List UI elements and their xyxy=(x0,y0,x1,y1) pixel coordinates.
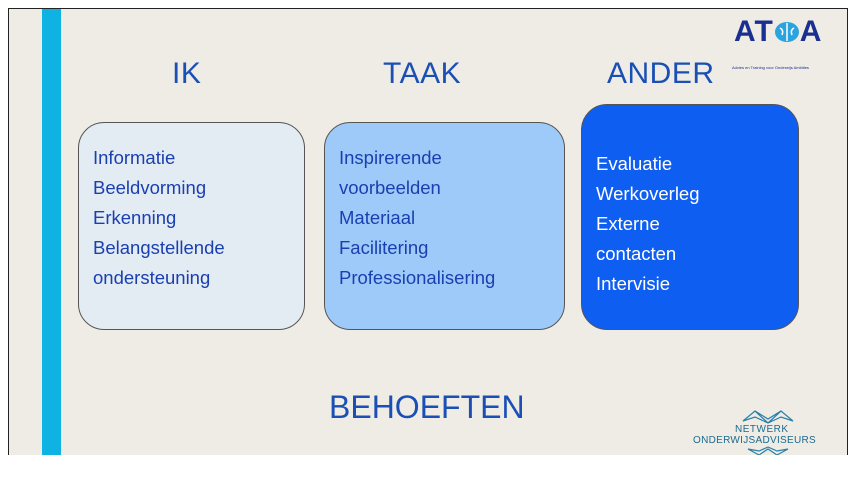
atoa-logo: AT A Advies en Training voor Onderwijs A… xyxy=(724,15,844,73)
slide: IK TAAK ANDER Informatie Beeldvorming Er… xyxy=(8,8,848,455)
logo-text-right: A xyxy=(799,15,823,48)
logo-text-left: AT xyxy=(734,15,774,48)
box-ik-line: Erkenning xyxy=(93,207,177,228)
box-taak-line: Materiaal xyxy=(339,207,416,228)
box-ik-line: Beeldvorming xyxy=(93,177,207,198)
box-ander-line: Externe xyxy=(596,213,660,234)
box-ik-line: Informatie xyxy=(93,147,176,168)
box-taak-line: voorbeelden xyxy=(339,177,441,198)
box-taak-line: Professionalisering xyxy=(339,267,496,288)
box-ander-line: Werkoverleg xyxy=(596,183,700,204)
box-ander-line: contacten xyxy=(596,243,677,264)
box-ander-line: Evaluatie xyxy=(596,153,673,174)
netwerk-label: NETWERK xyxy=(735,424,789,435)
heading-taak: TAAK xyxy=(383,57,462,90)
brain-icon xyxy=(774,17,800,42)
box-taak-line: Facilitering xyxy=(339,237,429,258)
box-taak: Inspirerende voorbeelden Materiaal Facil… xyxy=(324,122,565,330)
onderwijsadviseurs-label: ONDERWIJSADVISEURS xyxy=(693,435,817,446)
box-ander-line: Intervisie xyxy=(596,273,671,294)
box-ik: Informatie Beeldvorming Erkenning Belang… xyxy=(78,122,305,330)
heading-ik: IK xyxy=(172,57,202,90)
network-icon xyxy=(742,410,794,455)
netwerk-logo: NETWERK ONDERWIJSADVISEURS xyxy=(693,407,843,455)
box-taak-line: Inspirerende xyxy=(339,147,442,168)
footer-title: BEHOEFTEN xyxy=(329,389,525,425)
box-ander: Evaluatie Werkoverleg Externe contacten … xyxy=(581,104,799,330)
logo-tagline: Advies en Training voor Onderwijs Ambiti… xyxy=(732,65,809,70)
box-ik-line: ondersteuning xyxy=(93,267,211,288)
box-ik-line: Belangstellende xyxy=(93,237,225,258)
heading-ander: ANDER xyxy=(607,57,715,90)
accent-bar xyxy=(42,9,61,455)
